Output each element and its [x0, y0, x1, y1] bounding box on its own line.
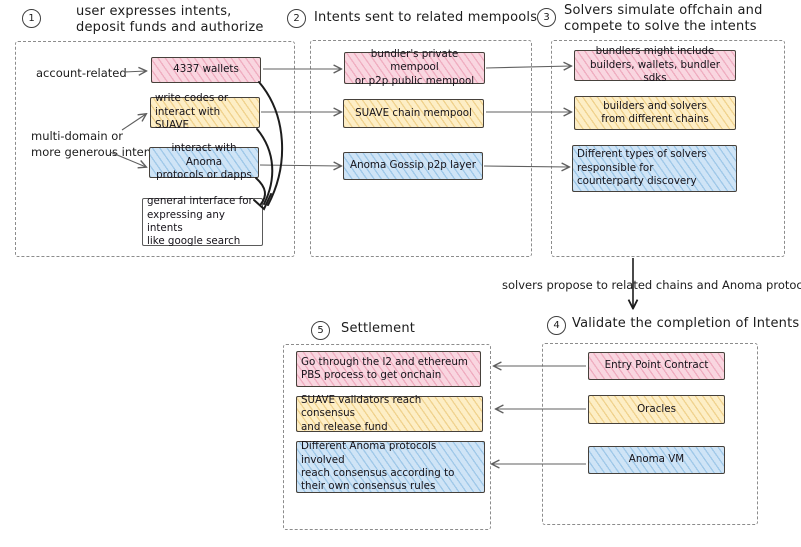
panel-mempools [310, 40, 532, 257]
box-builders-solvers: builders and solvers from different chai… [574, 96, 736, 130]
step-4-badge: 4 [547, 316, 566, 335]
box-anoma-gossip: Anoma Gossip p2p layer [343, 152, 483, 180]
box-oracles: Oracles [588, 395, 725, 424]
panel-validate [542, 343, 758, 525]
box-bundler-mempool: bundler's private mempool or p2p public … [344, 48, 485, 87]
box-pbs-onchain: Go through the l2 and ethereum PBS proce… [296, 351, 481, 387]
box-anoma-vm: Anoma VM [588, 446, 725, 474]
label-multi-domain: multi-domain or more generous intents [31, 129, 162, 159]
panel-settlement [283, 344, 491, 530]
step-3-badge: 3 [537, 8, 556, 27]
step-5-badge: 5 [311, 321, 330, 340]
label-account-related: account-related [36, 66, 127, 80]
box-suave-validators: SUAVE validators reach consensus and rel… [296, 394, 483, 433]
step-1-badge: 1 [22, 9, 41, 28]
box-solver-types: Different types of solvers responsible f… [572, 145, 737, 192]
box-interact-anoma: interact with Anoma protocols or dapps [149, 142, 259, 181]
panel-user-intents [15, 41, 295, 257]
step-2-badge: 2 [287, 9, 306, 28]
box-anoma-consensus: Different Anoma protocols involved reach… [296, 440, 485, 493]
box-bundlers-include: bundlers might include builders, wallets… [574, 45, 736, 84]
box-general-interface: general interface for expressing any int… [142, 195, 263, 247]
flow-note: solvers propose to related chains and An… [502, 278, 801, 292]
box-write-codes-suave: write codes or interact with SUAVE [150, 92, 260, 131]
step-1-title: user expresses intents, deposit funds an… [76, 4, 264, 35]
box-entry-point-contract: Entry Point Contract [588, 352, 725, 380]
step-3-title: Solvers simulate offchain and compete to… [564, 3, 763, 34]
panel-solvers [551, 40, 785, 257]
step-5-title: Settlement [341, 321, 416, 336]
box-suave-mempool: SUAVE chain mempool [343, 99, 484, 128]
box-4337-wallets: 4337 wallets [151, 57, 261, 83]
step-4-title: Validate the completion of Intents [572, 316, 800, 331]
step-2-title: Intents sent to related mempools [314, 10, 538, 25]
